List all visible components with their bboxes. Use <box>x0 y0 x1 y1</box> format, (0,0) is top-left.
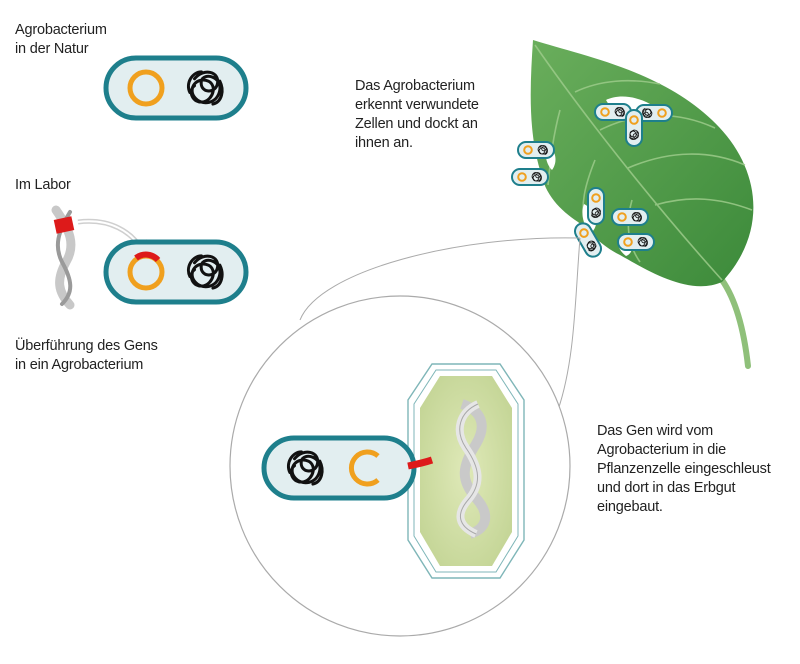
label-nature: Agrobacterium in der Natur <box>15 22 107 57</box>
bacterium-lab <box>103 239 249 305</box>
leaf-stem <box>719 277 751 369</box>
gene-segment-icon <box>53 216 75 234</box>
gene-insert-icon <box>134 251 161 263</box>
label-lab: Im Labor <box>15 177 71 193</box>
zoom-lines <box>299 237 581 411</box>
label-integration: Das Gen wird vom Agrobacterium in die Pf… <box>597 423 771 515</box>
dna-strand-lab <box>51 205 76 310</box>
label-transfer: Überführung des Gens in ein Agrobacteriu… <box>15 338 158 373</box>
open-plasmid-icon <box>348 449 380 487</box>
magnified-view <box>229 295 571 637</box>
leaf <box>512 40 754 369</box>
label-docking: Das Agrobacterium erkennt verwundete Zel… <box>355 78 479 151</box>
bacterium-nature <box>103 55 249 121</box>
plasmid-ring-icon <box>127 69 165 107</box>
bacterium-docking <box>261 435 434 501</box>
gene-transfer-icon <box>407 456 434 470</box>
